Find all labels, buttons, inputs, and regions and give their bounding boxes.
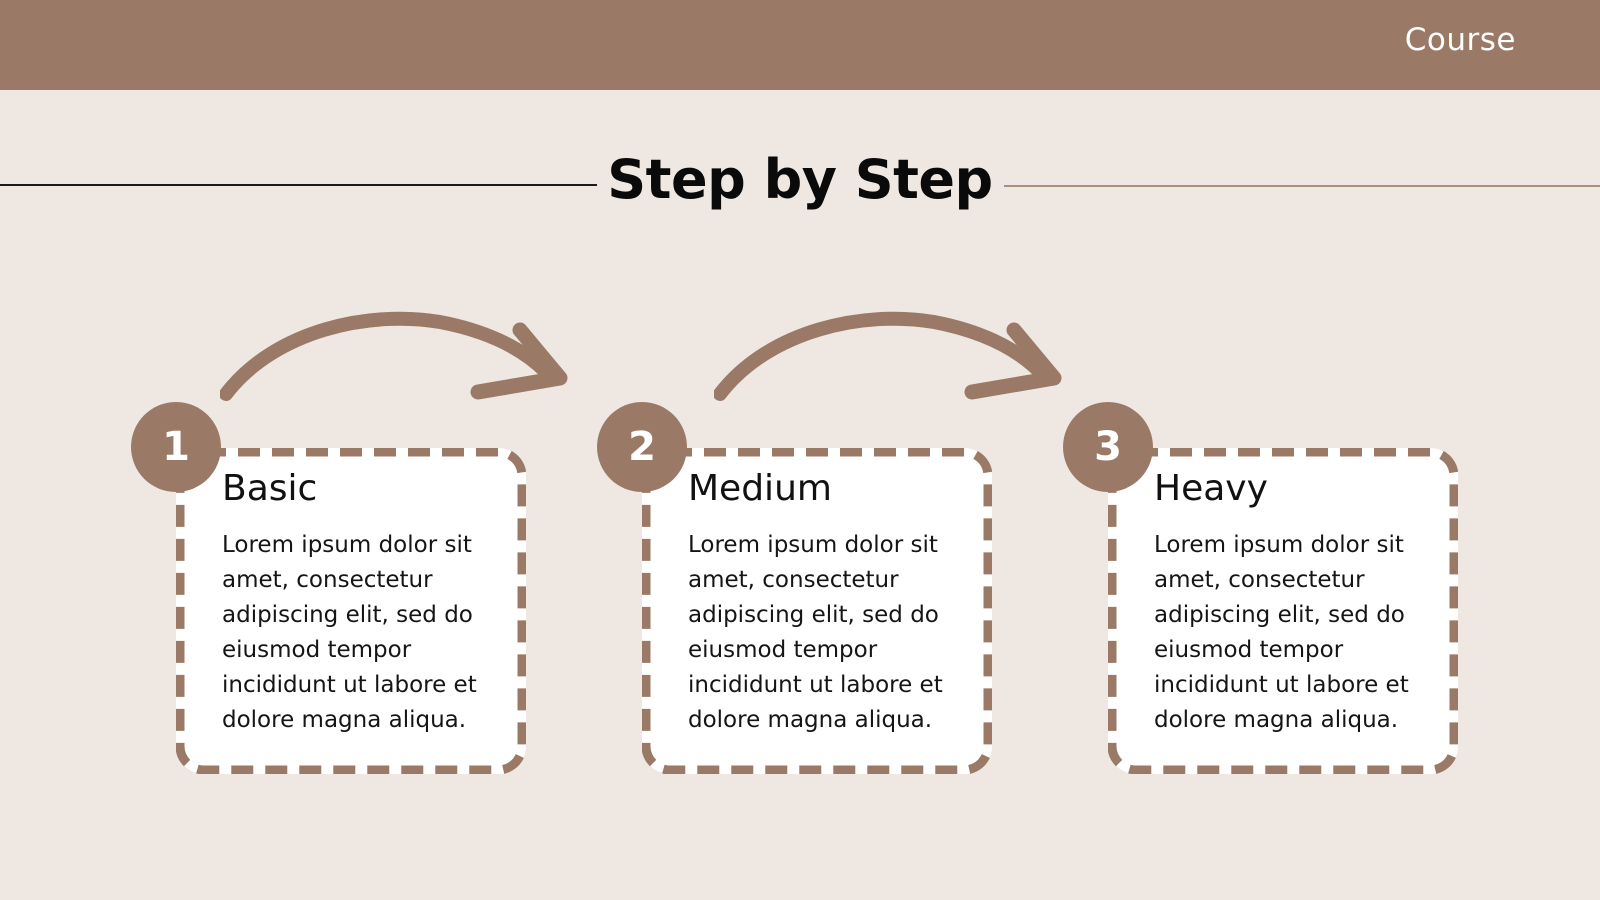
dashed-frame [176,448,526,774]
step-heading: Basic [222,468,318,509]
step-description: Lorem ipsum dolor sit amet, consectetur … [1154,532,1409,733]
step-heading: Medium [688,468,832,509]
step-heading: Heavy [1154,468,1268,509]
page-title: Step by Step [607,148,993,211]
step-card-medium: Medium Lorem ipsum dolor sit amet, conse… [642,448,992,774]
step-card-heavy: Heavy Lorem ipsum dolor sit amet, consec… [1108,448,1458,774]
step-card-basic: Basic Lorem ipsum dolor sit amet, consec… [176,448,526,774]
title-divider-left [0,184,597,186]
step-description: Lorem ipsum dolor sit amet, consectetur … [688,532,943,733]
step-number-badge: 1 [131,402,221,492]
step-number-badge: 3 [1063,402,1153,492]
step-number-badge: 2 [597,402,687,492]
title-divider-right [1004,185,1600,187]
arrow-icon [714,311,1062,401]
dashed-frame [642,448,992,774]
step-description: Lorem ipsum dolor sit amet, consectetur … [222,532,477,733]
arrow-icon [220,311,568,401]
header-bar: Course [0,0,1600,90]
course-label: Course [1404,22,1516,58]
dashed-frame [1108,448,1458,774]
